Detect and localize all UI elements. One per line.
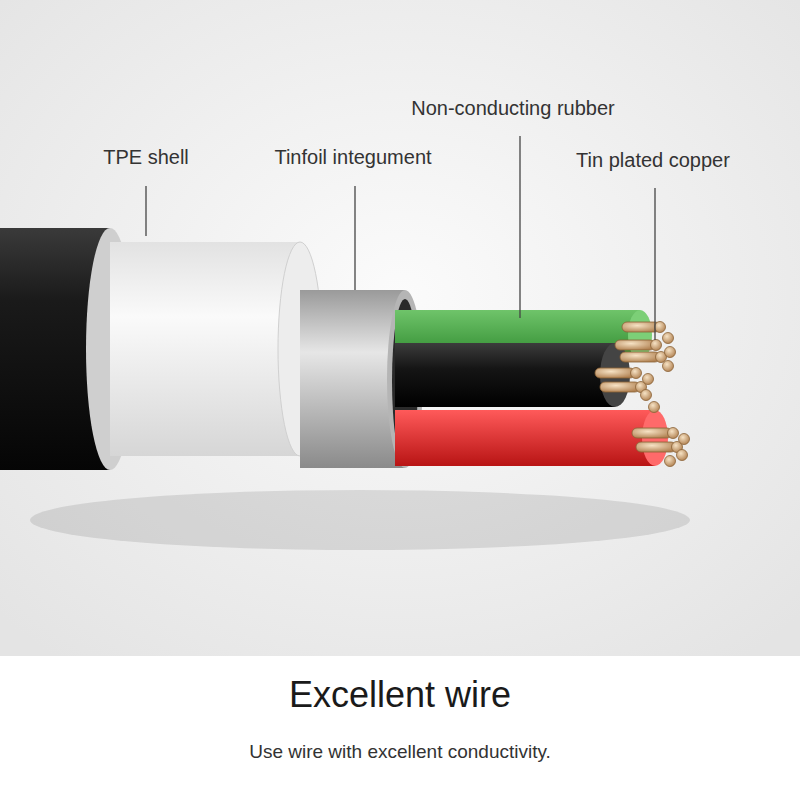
footer-band bbox=[0, 656, 800, 800]
part-label: TPE shell bbox=[103, 145, 189, 169]
part-label: Non-conducting rubber bbox=[411, 96, 614, 120]
part-label: Tinfoil integument bbox=[274, 145, 431, 169]
red-wire bbox=[395, 410, 655, 466]
white-layer bbox=[110, 242, 300, 456]
part-label: Tin plated copper bbox=[576, 148, 730, 172]
caption: Use wire with excellent conductivity. bbox=[249, 741, 551, 764]
background bbox=[0, 0, 800, 656]
black-wire bbox=[395, 343, 615, 407]
copper-strands bbox=[595, 322, 690, 467]
title: Excellent wire bbox=[289, 673, 511, 716]
